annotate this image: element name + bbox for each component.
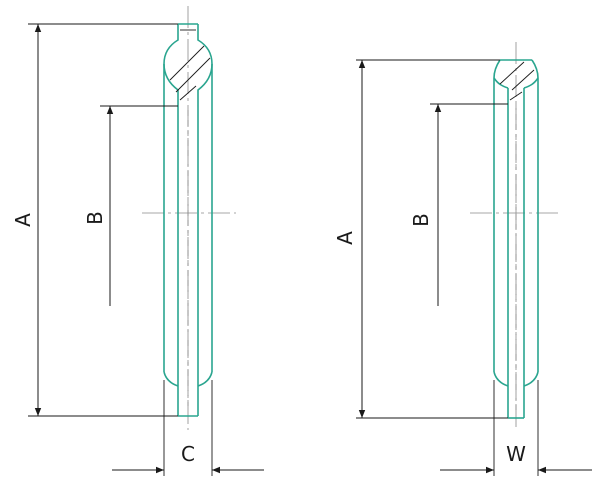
left-label-c: C xyxy=(181,442,195,466)
right-label-b: B xyxy=(409,213,433,227)
right-label-a: A xyxy=(333,231,357,245)
left-label-a: A xyxy=(11,213,35,227)
left-label-b: B xyxy=(83,211,107,225)
left-extension-lines xyxy=(28,23,213,476)
left-gasket-outline xyxy=(163,23,213,417)
right-gasket: A B W xyxy=(333,42,592,476)
right-gasket-outline xyxy=(493,59,539,419)
right-label-w: W xyxy=(506,442,526,466)
left-bead-hatch xyxy=(169,29,211,101)
right-bead-hatch xyxy=(499,61,535,101)
right-extension-lines xyxy=(356,59,539,476)
left-gasket: A B C xyxy=(11,6,264,476)
